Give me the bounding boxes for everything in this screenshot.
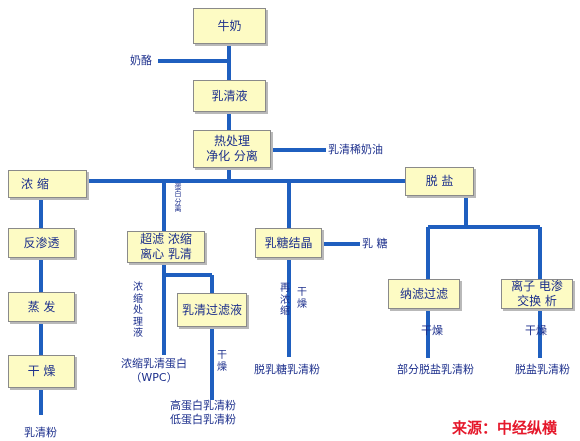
dry-ion-label: 干燥	[525, 324, 547, 337]
delactose-powder-label: 脱乳糖乳清粉	[254, 363, 320, 376]
nanofiltration-node: 纳滤过滤	[388, 279, 460, 309]
lactose-label: 乳 糖	[362, 237, 388, 250]
dry-label: 干 燥	[27, 364, 56, 378]
source-credit: 来源：中经纵横	[452, 419, 558, 437]
dry-lactose-label: 干燥	[297, 287, 307, 310]
lactose-crystal-node: 乳糖结晶	[255, 228, 322, 258]
ultrafiltration-label-line2: 离心 乳清	[140, 247, 192, 261]
wpc-label-line1: 浓缩乳清蛋白	[121, 357, 187, 370]
concentrate-treatment-vertical-label: 浓缩处理液	[133, 282, 143, 339]
whey-liquid-node: 乳清液	[193, 80, 266, 112]
lactose-crystal-label: 乳糖结晶	[264, 235, 313, 250]
heat-treatment-label-line1: 热处理	[213, 134, 250, 148]
ultrafiltration-node: 超滤 浓缩 离心 乳清	[127, 231, 205, 263]
dry-mid-label: 干燥	[217, 350, 227, 373]
whey-cream-label: 乳清稀奶油	[328, 143, 383, 156]
low-protein-powder-label: 低蛋白乳清粉	[170, 412, 236, 426]
ion-exchange-label-line1: 离子 电渗	[511, 279, 563, 293]
concentrate-node: 浓 缩	[8, 170, 87, 198]
wpc-label: 浓缩乳清蛋白 （WPC）	[121, 357, 187, 385]
whey-liquid-label: 乳清液	[211, 88, 248, 103]
ultrafiltration-label-line1: 超滤 浓缩	[140, 232, 192, 246]
desalt-powder-label: 脱盐乳清粉	[515, 363, 570, 376]
heat-treatment-label-line2: 净化 分离	[206, 149, 258, 163]
desalt-node: 脱 盐	[405, 167, 474, 196]
protein-separation-label: 蛋白分离	[174, 183, 182, 214]
cheese-label: 奶酪	[130, 54, 152, 67]
evaporate-node: 蒸 发	[8, 292, 75, 322]
ion-exchange-node: 离子 电渗 交换 析	[501, 279, 573, 309]
desalt-label: 脱 盐	[425, 174, 454, 188]
wpc-label-line2: （WPC）	[130, 370, 178, 384]
concentrate-label: 浓 缩	[21, 176, 49, 191]
whey-filtrate-node: 乳清过滤液	[177, 293, 247, 327]
reverse-osmosis-node: 反渗透	[8, 228, 75, 258]
heat-treatment-node: 热处理 净化 分离	[193, 130, 271, 168]
high-protein-powder-label: 高蛋白乳清粉	[170, 399, 236, 412]
milk-label: 牛奶	[217, 18, 242, 33]
milk-node: 牛奶	[193, 8, 266, 44]
dry-nano-label: 干燥	[421, 324, 443, 337]
reverse-osmosis-label: 反渗透	[23, 235, 60, 250]
ion-exchange-label-line2: 交换 析	[517, 294, 557, 308]
whey-powder-label: 乳清粉	[24, 426, 57, 439]
nanofiltration-label: 纳滤过滤	[399, 286, 448, 301]
protein-powder-label: 高蛋白乳清粉 低蛋白乳清粉	[170, 399, 236, 427]
reconcentrate-vertical-label: 再浓缩	[280, 283, 290, 317]
partial-desalt-powder-label: 部分脱盐乳清粉	[397, 363, 474, 376]
dry-node: 干 燥	[8, 355, 75, 388]
whey-filtrate-label: 乳清过滤液	[181, 302, 242, 317]
evaporate-label: 蒸 发	[27, 299, 56, 314]
